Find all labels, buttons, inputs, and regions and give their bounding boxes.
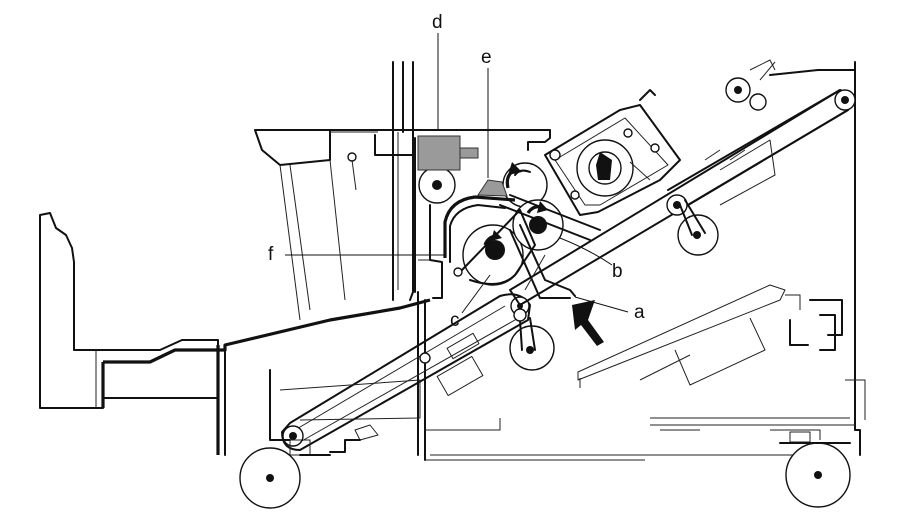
svg-text:a: a	[634, 302, 645, 323]
main-rollers	[462, 162, 601, 286]
label-b: b	[559, 237, 623, 282]
component-e	[477, 179, 508, 197]
upper-conveyor	[509, 59, 856, 306]
label-e: e	[481, 47, 492, 178]
svg-text:f: f	[268, 244, 274, 265]
lower-right-frame	[577, 284, 843, 431]
idler-roller-lower	[509, 308, 555, 371]
machine-frame	[329, 61, 866, 461]
curved-arrow-icon	[483, 162, 548, 246]
drive-assembly	[544, 89, 681, 216]
label-a: a	[574, 296, 645, 323]
svg-text:d: d	[432, 12, 443, 33]
svg-text:b: b	[612, 261, 623, 282]
label-c: c	[450, 274, 491, 331]
label-d: d	[432, 12, 443, 130]
caster-wheel-left	[239, 424, 379, 509]
caster-wheel-right	[770, 429, 851, 508]
svg-text:c: c	[450, 310, 460, 331]
component-d	[417, 135, 479, 171]
label-f: f	[268, 244, 445, 265]
svg-text:e: e	[481, 47, 492, 68]
paper-guide	[443, 195, 576, 299]
upper-tray	[254, 129, 378, 321]
output-tray	[39, 212, 431, 456]
lower-conveyor	[269, 293, 531, 451]
arrow-icon	[572, 300, 604, 346]
